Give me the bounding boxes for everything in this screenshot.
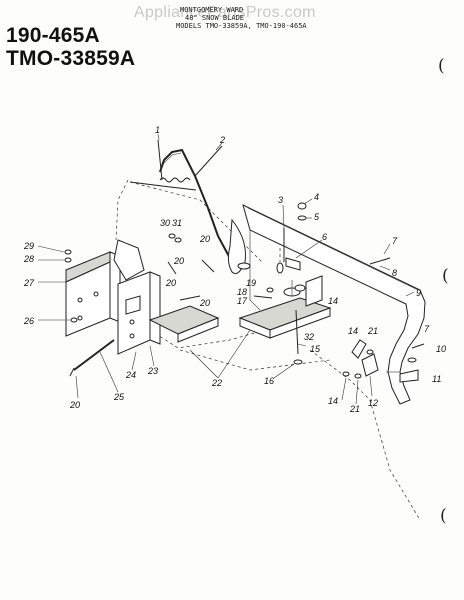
- callout-7: 7: [392, 236, 398, 246]
- shoe-12: [361, 353, 379, 377]
- bolt-25: [73, 339, 115, 371]
- washer-5: [297, 215, 307, 221]
- callout-4: 4: [314, 192, 319, 202]
- nut-26: [70, 317, 78, 323]
- bolt-7-lower: [411, 343, 425, 349]
- pin-20c: [167, 261, 177, 275]
- nut-29: [64, 249, 72, 255]
- nut-14: [342, 371, 350, 377]
- callout-20e: 20: [165, 278, 176, 288]
- frame-mount-bracket: [65, 239, 145, 337]
- callout-19: 19: [246, 278, 256, 288]
- snow-blade: [242, 204, 426, 405]
- callout-numbers: 1 2 3 4 5 6 7 8 9 10 11 12 14 14 14 15 1…: [23, 125, 446, 414]
- callout-16: 16: [264, 376, 274, 386]
- pin-20a: [179, 295, 201, 301]
- callout-8: 8: [392, 268, 397, 278]
- callout-6: 6: [322, 232, 327, 242]
- hardware-bolts: [64, 202, 425, 383]
- bolt-7-upper: [369, 257, 391, 265]
- spring-linkage: [129, 139, 197, 191]
- callout-20c: 20: [173, 256, 184, 266]
- nut-30: [168, 233, 176, 239]
- callout-10: 10: [436, 344, 446, 354]
- callout-14b: 14: [328, 296, 338, 306]
- nut-4: [297, 202, 307, 210]
- callout-22: 22: [211, 378, 222, 388]
- callout-28: 28: [23, 254, 34, 264]
- callout-23: 23: [147, 366, 158, 376]
- models-label: MODELS TMO-33859A, TMO-190-465A: [176, 22, 307, 30]
- pin-20b: [201, 259, 215, 273]
- callout-32: 32: [304, 332, 314, 342]
- callout-20d: 20: [199, 234, 210, 244]
- callout-9: 9: [416, 288, 421, 298]
- callout-30: 30: [160, 218, 170, 228]
- model-number-secondary: TMO-33859A: [6, 47, 136, 70]
- callout-26: 26: [23, 316, 34, 326]
- callout-11: 11: [432, 374, 441, 384]
- nut-10: [407, 357, 417, 363]
- callout-15: 15: [310, 344, 321, 354]
- binder-mark-bottom: (: [440, 506, 447, 526]
- watermark: AppliancePartsPros.com: [134, 4, 316, 21]
- callout-2: 2: [219, 135, 225, 145]
- callout-20a: 20: [69, 400, 80, 410]
- product-label: 48" SNOW BLADE: [185, 14, 245, 22]
- binder-mark-top: (: [438, 56, 445, 76]
- callout-29: 29: [23, 241, 34, 251]
- callout-17: 17: [237, 296, 248, 306]
- callout-12: 12: [368, 398, 378, 408]
- manufacturer-label: MONTGOMERY WARD: [180, 6, 244, 14]
- callout-31: 31: [172, 218, 182, 228]
- nut-16: [293, 359, 303, 365]
- shoe-11: [399, 369, 419, 383]
- callout-14a: 14: [348, 326, 358, 336]
- callout-5: 5: [314, 212, 320, 222]
- bolt-head-20: [69, 367, 75, 377]
- callout-21b: 21: [349, 404, 360, 414]
- push-frame: [117, 271, 220, 355]
- callout-14c: 14: [328, 396, 338, 406]
- washer-31: [174, 237, 182, 243]
- leader-lines: [37, 133, 415, 405]
- bolt-15: [295, 309, 299, 355]
- callout-1: 1: [155, 125, 160, 135]
- callout-27: 27: [23, 278, 35, 288]
- callout-20b: 20: [199, 298, 210, 308]
- binder-mark-middle: (: [442, 266, 449, 286]
- model-number-primary: 190-465A: [6, 24, 100, 47]
- blade-pivot-bracket: [227, 218, 301, 275]
- pin-17: [253, 295, 273, 299]
- callout-24: 24: [125, 370, 136, 380]
- pivot-plate: [238, 275, 332, 339]
- washer-18: [266, 287, 274, 293]
- callout-21a: 21: [367, 326, 378, 336]
- washer-21: [354, 373, 362, 379]
- callout-25: 25: [113, 392, 125, 402]
- callout-3: 3: [278, 195, 283, 205]
- washer-21b: [366, 349, 374, 355]
- bracket-14: [351, 339, 367, 359]
- washer-28: [64, 257, 72, 263]
- lift-handle-rod: [159, 145, 245, 269]
- callout-18: 18: [237, 287, 247, 297]
- callout-7b: 7: [424, 324, 430, 334]
